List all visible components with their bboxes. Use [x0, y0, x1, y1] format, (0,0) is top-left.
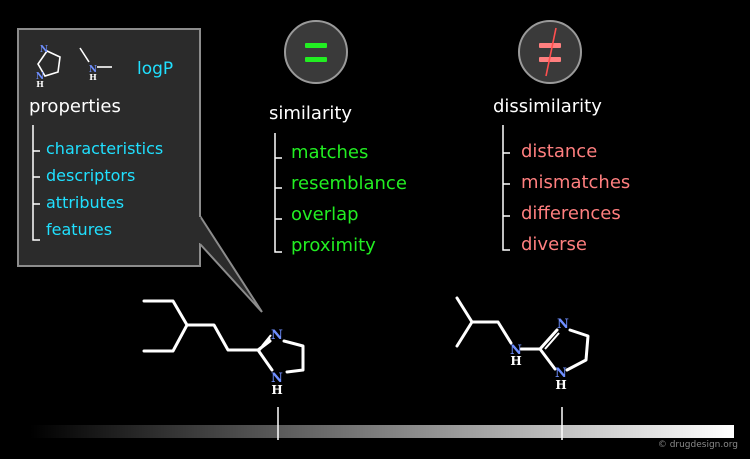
logp-label: logP [137, 59, 173, 79]
fragment-nh-h-label: H [36, 79, 44, 89]
molecule-right-nh-h-label: H [555, 378, 566, 392]
amine-n-label: N [89, 65, 97, 75]
properties-item: features [46, 220, 112, 239]
dissimilarity-item: differences [521, 203, 621, 224]
amine-fragment-icon [79, 47, 112, 68]
properties-callout: N N H N H logP properties characteristic… [17, 28, 263, 313]
similarity-item: matches [291, 142, 368, 163]
properties-item: attributes [46, 193, 124, 212]
molecule-right-skeleton [455, 296, 590, 372]
gradient-bar [30, 425, 734, 438]
properties-item: characteristics [46, 139, 163, 158]
similarity-heading: similarity [269, 103, 352, 124]
molecule-right-amine-n-label: N [510, 343, 522, 358]
similarity-item: overlap [291, 204, 359, 225]
molecule-left-n-label: N [271, 328, 283, 343]
dissimilarity-column: dissimilarity distance mismatches differ… [493, 20, 630, 255]
similarity-bracket [274, 133, 282, 253]
molecule-right-n-label: N [557, 317, 569, 332]
similarity-column: similarity matches resemblance overlap p… [269, 20, 407, 256]
molecule-left-nh-h-label: H [271, 383, 282, 397]
imidazoline-fragment-icon [37, 49, 61, 77]
molecule-left-nh-n-label: N [271, 371, 283, 386]
callout-pointer [199, 215, 263, 313]
dissimilarity-item: mismatches [521, 172, 630, 193]
equals-icon [305, 43, 327, 62]
molecule-right: N H N N H [455, 296, 590, 392]
fragment-n-label: N [40, 45, 48, 55]
similarity-scale [30, 407, 734, 440]
fragment-nh-n-label: N [36, 72, 44, 82]
molecule-left: N N H [142, 299, 305, 397]
dissimilarity-heading: dissimilarity [493, 96, 602, 117]
dissimilarity-item: distance [521, 141, 597, 162]
copyright-text: © drugdesign.org [658, 440, 738, 450]
not-equals-icon [539, 27, 561, 77]
properties-heading: properties [29, 96, 121, 117]
similarity-item: proximity [291, 235, 376, 256]
amine-h-label: H [89, 72, 97, 82]
molecule-right-amine-h-label: H [510, 354, 521, 368]
callout-box [17, 28, 201, 267]
similarity-item: resemblance [291, 173, 407, 194]
properties-bracket [32, 125, 40, 241]
not-equals-badge [518, 20, 582, 84]
properties-item: descriptors [46, 166, 135, 185]
molecule-right-nh-n-label: N [555, 366, 567, 381]
dissimilarity-bracket [502, 125, 510, 251]
equals-badge [284, 20, 348, 84]
dissimilarity-item: diverse [521, 234, 587, 255]
